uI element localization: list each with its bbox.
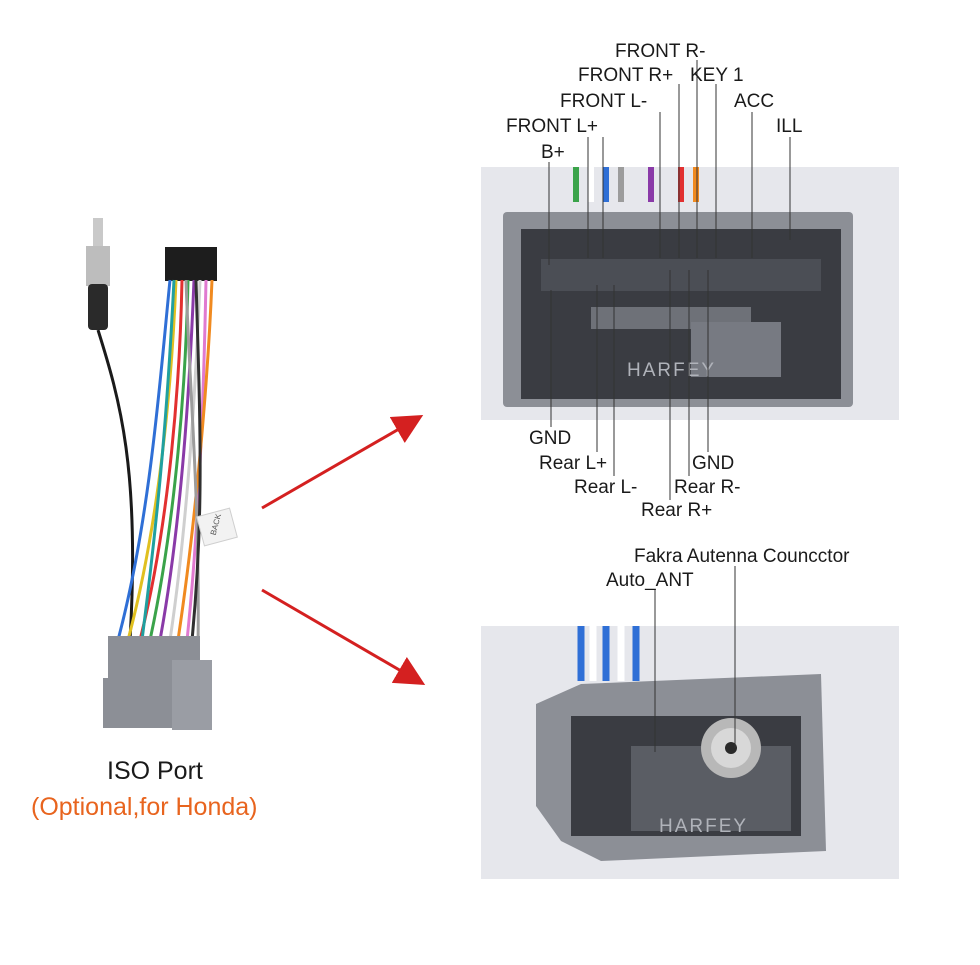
- bottom-watermark: HARFEY: [659, 816, 749, 837]
- label-gnd-right: GND: [692, 453, 735, 474]
- label-key-1: KEY 1: [690, 65, 744, 86]
- label-gnd-left: GND: [529, 428, 572, 449]
- label-front-r-plus: FRONT R+: [578, 65, 674, 86]
- label-acc: ACC: [734, 91, 775, 112]
- label-ill: ILL: [776, 116, 803, 137]
- label-rear-l-minus: Rear L-: [574, 477, 638, 498]
- label-front-r-minus: FRONT R-: [615, 41, 706, 62]
- arrow-to-top-connector: [261, 415, 424, 510]
- arrow-to-bottom-connector: [261, 588, 426, 686]
- iso-port-title: ISO Port: [107, 757, 203, 785]
- bottom-connector-photo: HARFEY: [481, 626, 899, 879]
- iso-port-subtitle: (Optional,for Honda): [31, 793, 258, 821]
- label-rear-l-plus: Rear L+: [539, 453, 608, 474]
- label-rear-r-minus: Rear R-: [674, 477, 741, 498]
- label-b-plus: B+: [541, 142, 565, 163]
- label-fakra-connector: Fakra Autenna Councctor: [634, 546, 850, 567]
- label-auto-ant: Auto_ANT: [606, 570, 694, 591]
- label-rear-r-plus: Rear R+: [641, 500, 713, 521]
- top-watermark: HARFEY: [627, 360, 717, 381]
- label-front-l-minus: FRONT L-: [560, 91, 648, 112]
- label-front-l-plus: FRONT L+: [506, 116, 599, 137]
